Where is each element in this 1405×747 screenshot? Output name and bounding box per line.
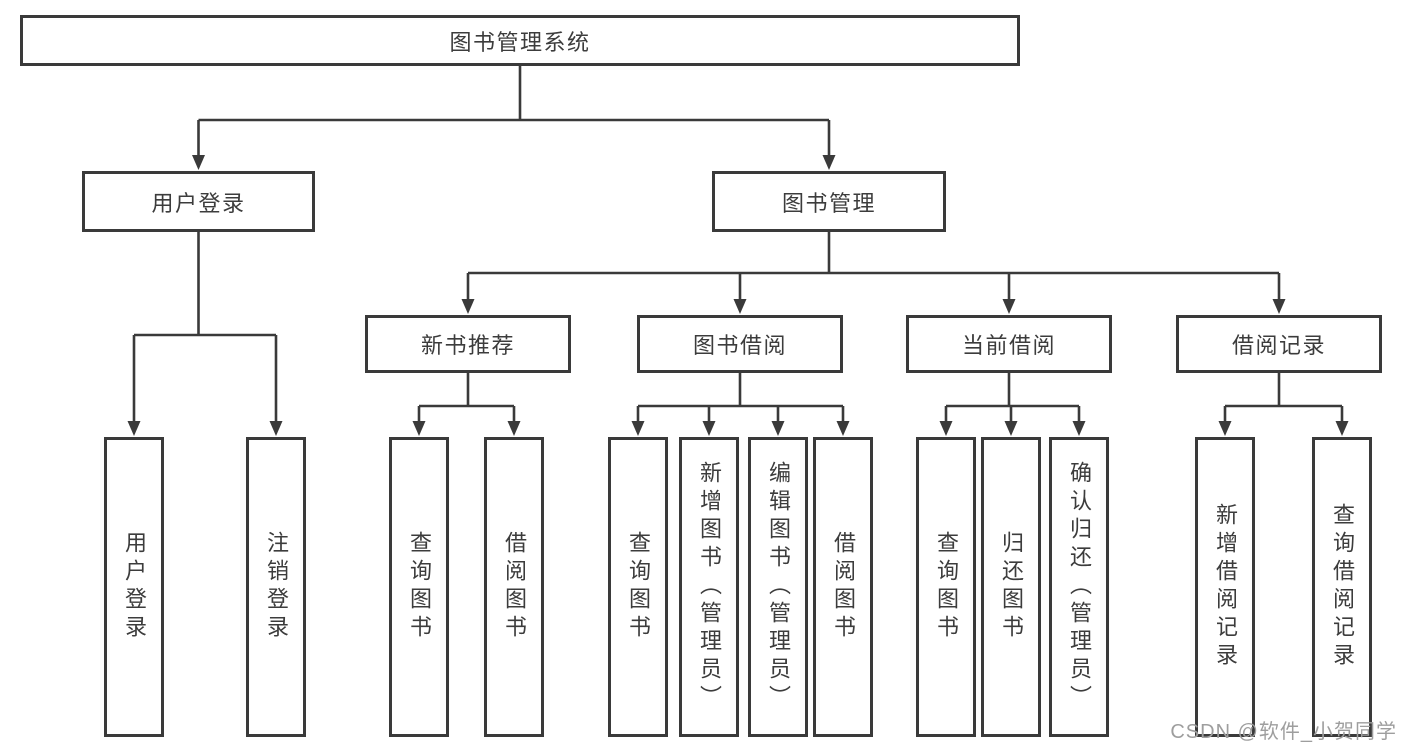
leaf-logout: 注销登录 <box>246 437 306 737</box>
csdn-watermark: CSDN @软件_小贺同学 <box>1170 721 1397 743</box>
leaf-add-borrow-record: 新增借阅记录 <box>1195 437 1255 737</box>
leaf-current-query-books: 查询图书 <box>916 437 976 737</box>
leaf-newbooks-borrow-books: 借阅图书 <box>484 437 544 737</box>
leaf-confirm-return-admin-label: 确认归还（管理员） <box>1067 461 1092 713</box>
leaf-return-books: 归还图书 <box>981 437 1041 737</box>
leaf-add-book-admin: 新增图书（管理员） <box>679 437 739 737</box>
leaf-newbooks-query-books: 查询图书 <box>389 437 449 737</box>
leaf-edit-book-admin-label: 编辑图书（管理员） <box>766 461 791 713</box>
node-book-borrow-label: 图书借阅 <box>692 333 787 358</box>
node-current-borrow: 当前借阅 <box>906 315 1112 373</box>
node-library-system-label: 图书管理系统 <box>449 29 591 55</box>
leaf-borrow-books-label: 借阅图书 <box>831 531 856 643</box>
leaf-newbooks-query-books-label: 查询图书 <box>407 531 432 643</box>
node-user-login-label: 用户登录 <box>151 190 246 216</box>
leaf-logout-label: 注销登录 <box>264 531 289 643</box>
leaf-borrow-query-books: 查询图书 <box>608 437 668 737</box>
node-user-login: 用户登录 <box>82 171 315 232</box>
leaf-return-books-label: 归还图书 <box>999 531 1024 643</box>
node-new-book-recommend-label: 新书推荐 <box>420 333 515 358</box>
leaf-query-borrow-record: 查询借阅记录 <box>1312 437 1372 737</box>
node-book-borrow: 图书借阅 <box>637 315 843 373</box>
leaf-add-borrow-record-label: 新增借阅记录 <box>1213 503 1238 671</box>
leaf-user-login: 用户登录 <box>104 437 164 737</box>
leaf-current-query-books-label: 查询图书 <box>934 531 959 643</box>
node-library-system: 图书管理系统 <box>20 15 1020 66</box>
leaf-edit-book-admin: 编辑图书（管理员） <box>748 437 808 737</box>
node-new-book-recommend: 新书推荐 <box>365 315 571 373</box>
leaf-add-book-admin-label: 新增图书（管理员） <box>697 461 722 713</box>
leaf-confirm-return-admin: 确认归还（管理员） <box>1049 437 1109 737</box>
node-current-borrow-label: 当前借阅 <box>961 333 1056 358</box>
leaf-user-login-label: 用户登录 <box>122 531 147 643</box>
node-borrow-records-label: 借阅记录 <box>1231 333 1326 358</box>
leaf-query-borrow-record-label: 查询借阅记录 <box>1330 503 1355 671</box>
node-borrow-records: 借阅记录 <box>1176 315 1382 373</box>
node-book-management: 图书管理 <box>712 171 946 232</box>
leaf-borrow-query-books-label: 查询图书 <box>626 531 651 643</box>
node-book-management-label: 图书管理 <box>781 190 876 216</box>
leaf-borrow-books: 借阅图书 <box>813 437 873 737</box>
leaf-newbooks-borrow-books-label: 借阅图书 <box>502 531 527 643</box>
